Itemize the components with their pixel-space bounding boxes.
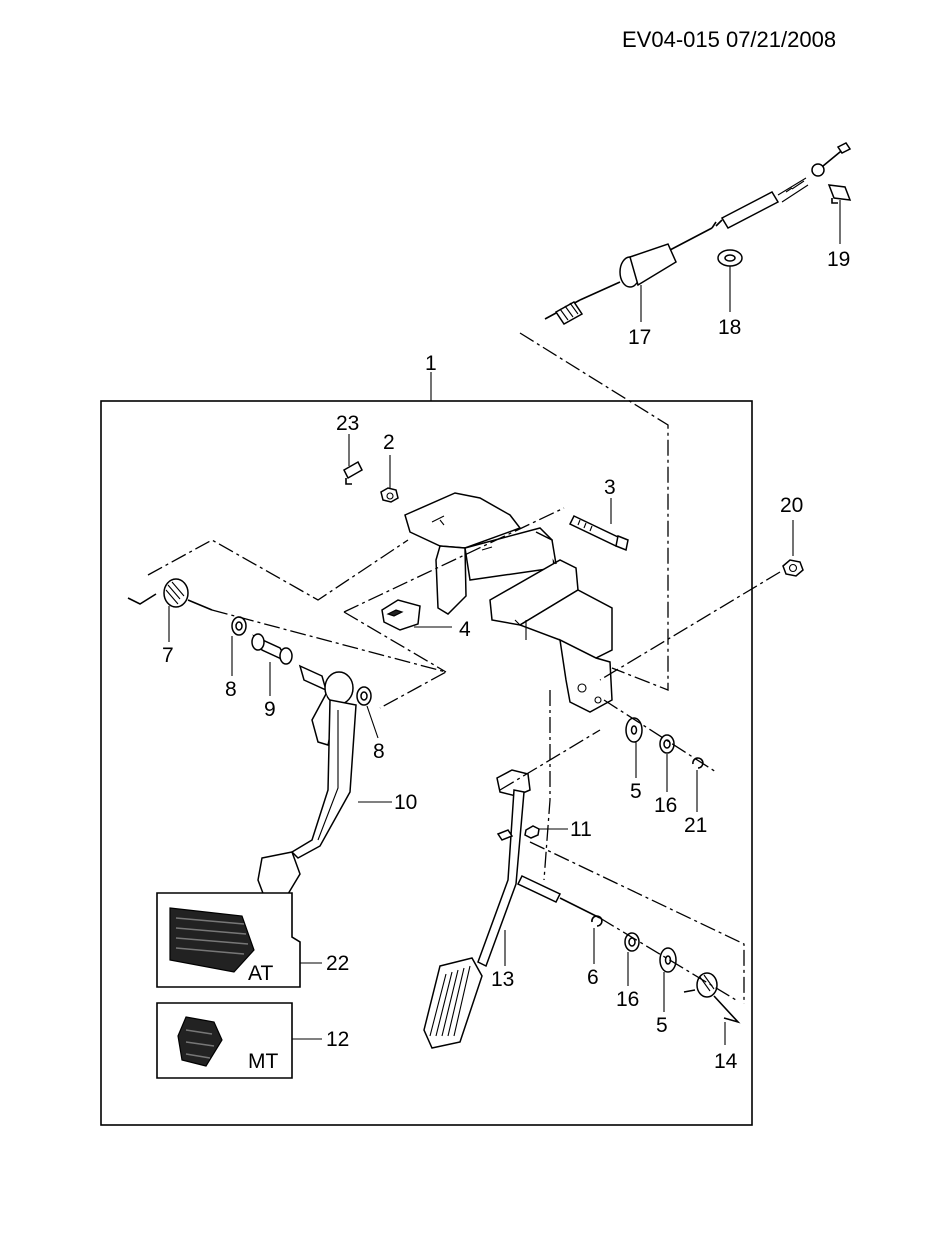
assembly-frame	[100, 400, 753, 1126]
callout-7: 7	[162, 644, 174, 667]
callout-20: 20	[780, 494, 803, 517]
snap-ring-upper	[692, 757, 704, 769]
callout-13: 13	[491, 968, 514, 991]
callout-21: 21	[684, 814, 707, 837]
accelerator-pedal	[423, 769, 531, 1049]
callout-18: 18	[718, 316, 741, 339]
callout-16-upper: 16	[654, 794, 677, 817]
bushing-left	[231, 616, 247, 636]
callout-6: 6	[587, 966, 599, 989]
callout-9: 9	[264, 698, 276, 721]
callout-2: 2	[383, 431, 395, 454]
callout-12: 12	[326, 1028, 349, 1051]
callout-3: 3	[604, 476, 616, 499]
pedal-bracket	[404, 492, 613, 713]
assembly-guide-lines	[147, 332, 781, 1004]
stop-lamp-switch	[381, 599, 421, 631]
callout-16-lower: 16	[616, 988, 639, 1011]
leader-lines	[168, 200, 841, 1045]
snap-ring	[591, 915, 603, 927]
callout-17: 17	[628, 326, 651, 349]
callout-11: 11	[570, 818, 592, 841]
cable-clip	[827, 184, 852, 204]
bushing-upper	[659, 734, 675, 754]
pedal-collar	[251, 633, 293, 665]
pivot-nut	[782, 559, 804, 577]
bracket-clip	[343, 460, 363, 485]
callout-8-right: 8	[373, 740, 385, 763]
callout-8-left: 8	[225, 678, 237, 701]
callout-labels: 1 2 3 4 5 5 6 7 8 8 9 10 11 12 13 14 16 …	[162, 248, 850, 1073]
return-spring	[127, 578, 213, 611]
throttle-cable	[544, 142, 852, 325]
washer-lower	[659, 947, 677, 973]
callout-22: 22	[326, 952, 349, 975]
bushing-right	[356, 686, 372, 706]
inset-at: AT	[156, 892, 301, 988]
callout-10: 10	[394, 791, 417, 814]
accelerator-spring	[683, 972, 741, 1024]
inset-mt: MT	[156, 1002, 293, 1079]
callout-1: 1	[425, 352, 437, 375]
callout-5-lower: 5	[656, 1014, 668, 1037]
callout-23: 23	[336, 412, 359, 435]
brake-pedal	[257, 664, 357, 897]
bushing-lower	[624, 932, 640, 952]
washer-upper	[625, 717, 643, 743]
inset-at-label: AT	[248, 962, 273, 985]
callout-19: 19	[827, 248, 850, 271]
bracket-nut	[380, 487, 399, 503]
callout-14: 14	[714, 1050, 738, 1073]
bracket-bolt	[568, 515, 629, 552]
diagram-code: EV04-015 07/21/2008	[622, 27, 836, 52]
accelerator-shaft	[516, 875, 601, 919]
pedal-stopper	[524, 825, 540, 839]
callout-4: 4	[459, 618, 471, 641]
callout-5-upper: 5	[630, 780, 642, 803]
grommet	[717, 249, 743, 267]
inset-mt-label: MT	[248, 1050, 278, 1073]
